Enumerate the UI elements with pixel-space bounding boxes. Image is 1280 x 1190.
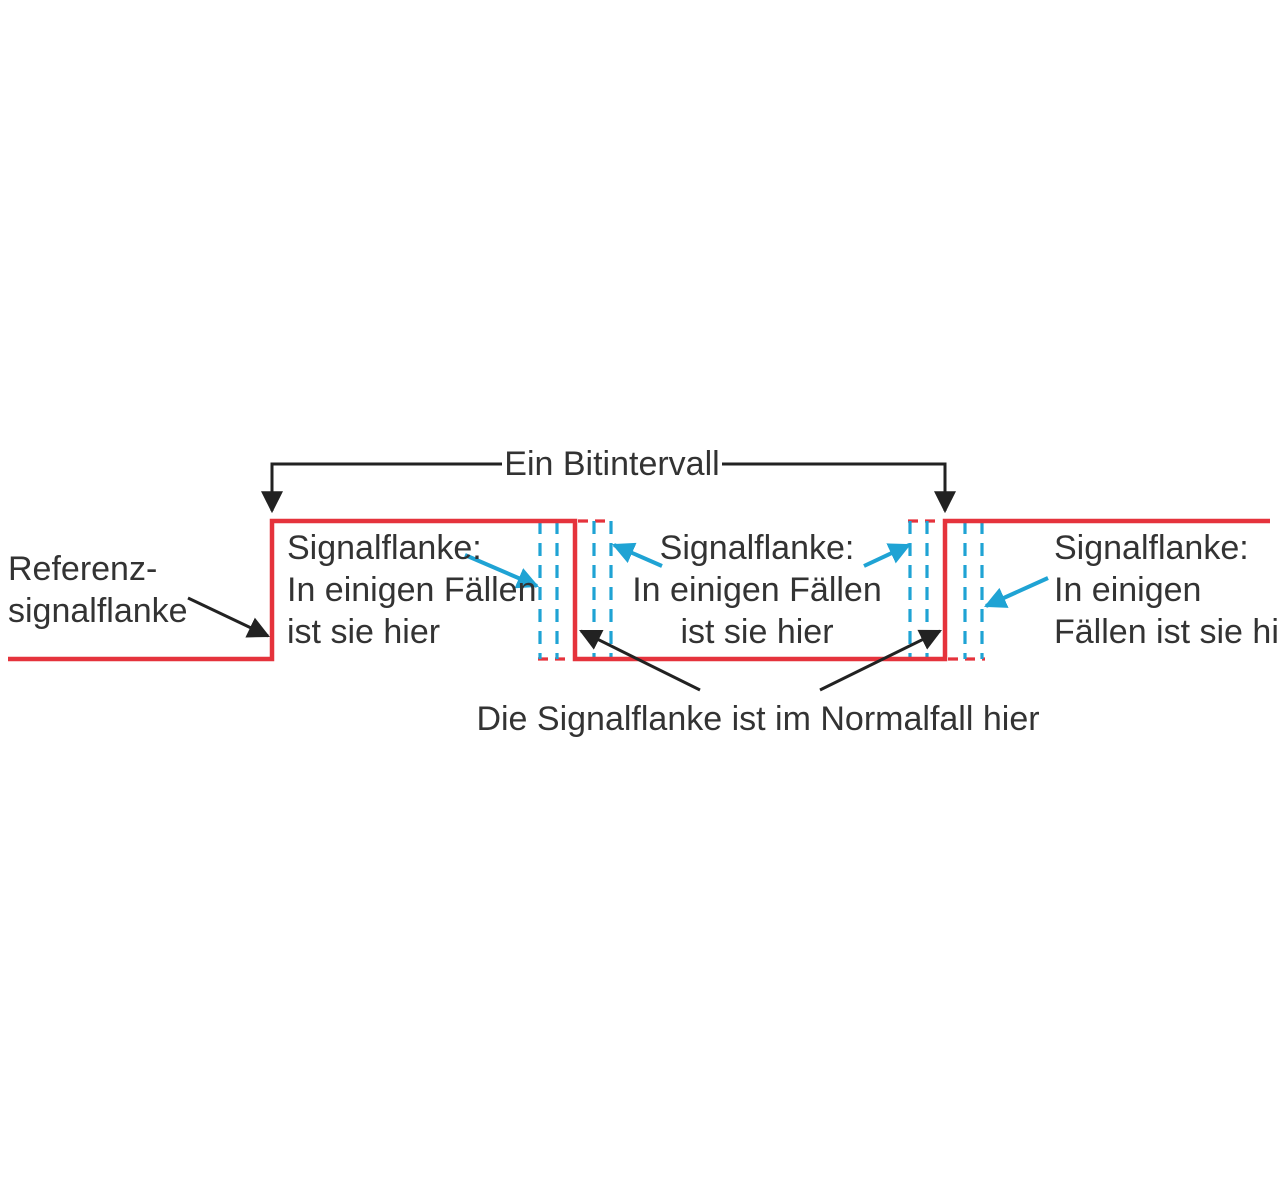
bit-interval-bracket: [261, 462, 956, 514]
edge-right-line: Signalflanke:: [1054, 529, 1249, 567]
edge-middle-label: Signalflanke: In einigen Fällen ist sie …: [632, 529, 882, 651]
signal-waveform: [8, 518, 1270, 662]
edge-left-line: Signalflanke:: [287, 529, 482, 567]
reference-edge-line: Referenz-: [8, 550, 157, 588]
bit-interval-label: Ein Bitintervall: [504, 445, 719, 483]
edge-left-label: Signalflanke: In einigen Fällen ist sie …: [287, 529, 537, 651]
jitter-arrow-middle-left: [611, 542, 663, 568]
edge-middle-line: Signalflanke:: [660, 529, 855, 567]
reference-edge-label: Referenz- signalflanke: [8, 550, 188, 630]
edge-right-label: Signalflanke: In einigen Fällen ist sie …: [1054, 529, 1280, 651]
normal-edge-arrow-left: [579, 629, 701, 692]
bracket-right: [722, 462, 956, 514]
reference-edge-arrow: [187, 596, 270, 638]
edge-right-line: Fällen ist sie hier: [1054, 613, 1280, 651]
bracket-left: [261, 462, 502, 514]
normal-edge-arrow-right: [819, 629, 942, 692]
edge-middle-line: In einigen Fällen: [632, 571, 882, 609]
edge-left-line: ist sie hier: [287, 613, 440, 651]
reference-edge-line: signalflanke: [8, 592, 188, 630]
edge-left-line: In einigen Fällen: [287, 571, 537, 609]
jitter-arrow-right: [983, 576, 1049, 608]
edge-right-line: In einigen: [1054, 571, 1201, 609]
edge-middle-line: ist sie hier: [680, 613, 833, 651]
jitter-arrow-left: [464, 553, 540, 589]
jitter-arrow-middle-right: [863, 543, 911, 568]
normal-edge-label: Die Signalflanke ist im Normalfall hier: [476, 700, 1039, 738]
